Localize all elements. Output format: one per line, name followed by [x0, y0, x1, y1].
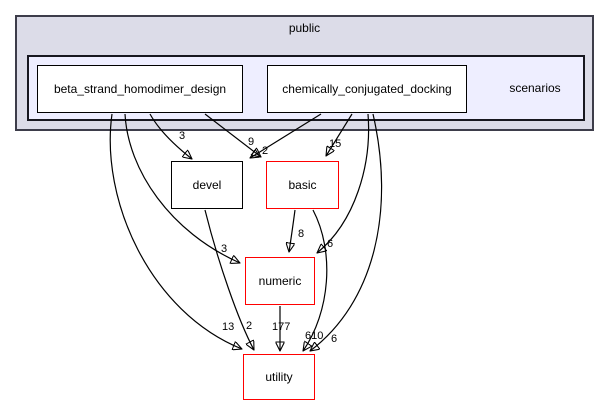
node-utility[interactable]: utility — [243, 354, 315, 400]
node-numeric[interactable]: numeric — [245, 257, 315, 305]
node-beta-strand-homodimer-design[interactable]: beta_strand_homodimer_design — [37, 65, 243, 113]
cluster-public-label: public — [288, 21, 321, 35]
edge-count-bshd-numeric: 3 — [221, 243, 228, 255]
edge-count-ccd-devel: 2 — [262, 145, 269, 157]
edge-count-basic-numeric: 8 — [298, 228, 305, 240]
edge-count-bshd-basic: 9 — [248, 136, 255, 148]
edge-count-numeric-utility: 177 — [272, 321, 291, 333]
node-basic[interactable]: basic — [266, 161, 339, 209]
edge-count-basic-utility: 610 — [305, 330, 324, 342]
edge-count-bshd-utility: 13 — [222, 321, 235, 333]
cluster-scenarios-label: scenarios — [509, 81, 561, 95]
edge-bshd-to-utility — [109, 113, 242, 349]
edge-count-devel-utility: 2 — [246, 320, 253, 332]
edge-count-ccd-basic: 15 — [329, 138, 342, 150]
node-devel[interactable]: devel — [171, 161, 243, 209]
edge-basic-to-numeric — [289, 209, 296, 252]
edge-ccd-to-utility — [310, 113, 383, 351]
node-chemically-conjugated-docking[interactable]: chemically_conjugated_docking — [267, 65, 467, 113]
edge-count-ccd-utility: 6 — [331, 333, 338, 345]
edge-count-ccd-numeric: 6 — [327, 238, 334, 250]
edge-count-bshd-devel: 3 — [179, 130, 186, 142]
